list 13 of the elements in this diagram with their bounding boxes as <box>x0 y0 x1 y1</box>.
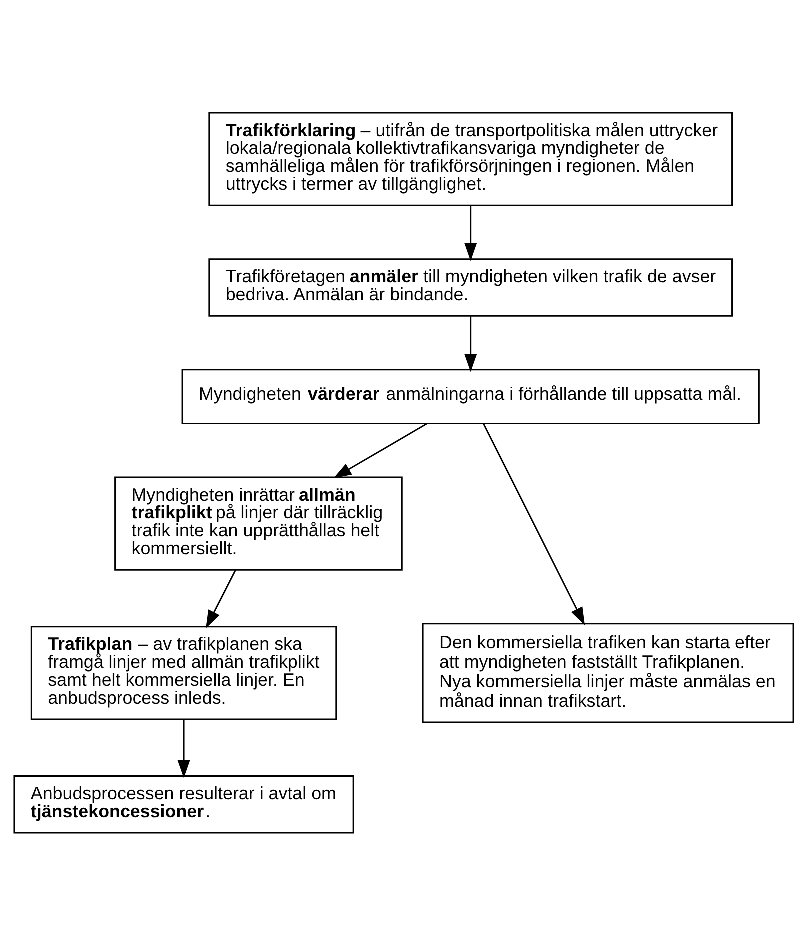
arrow <box>464 206 478 261</box>
arrow <box>464 316 478 372</box>
arrow <box>178 719 190 778</box>
node-box: Trafikplan – av trafikplanen ska framgå linjer med allmän trafikplikt samt helt kommersiella linjer. En anbudsprocess inleds. <box>30 626 338 720</box>
node-box: Myndigheten värderar anmälningarna i förhållande till uppsatta mål. <box>182 368 760 424</box>
node-box: Myndigheten inrättar allmän trafikplikt på linjer där tillräcklig trafik inte kan upprätthållas helt kommersiellt. <box>114 476 403 570</box>
node-box: Trafikförklaring – utifrån de transportpolitiska målen uttrycker lokala/regionala kollektivtrafikansvariga myndigheter de samhälleliga målen för trafikförsörjningen i regionen. Målen uttrycks i termer av tillgänglighet. <box>208 112 734 206</box>
arrow <box>483 423 586 625</box>
node-box: Den kommersiella trafiken kan starta efter att myndigheten fastställt Trafikplanen. Nya kommersiella linjer måste anmälas en månad innan trafikstart. <box>422 622 794 723</box>
node-box: Anbudsprocessen resulterar i avtal om tjänstekoncessioner. <box>14 775 354 834</box>
arrow <box>334 422 428 478</box>
arrow <box>206 570 236 628</box>
node-box: Trafikföretagen anmäler till myndigheten vilken trafik de avser bedriva. Anmälan är bindande. <box>208 258 734 316</box>
